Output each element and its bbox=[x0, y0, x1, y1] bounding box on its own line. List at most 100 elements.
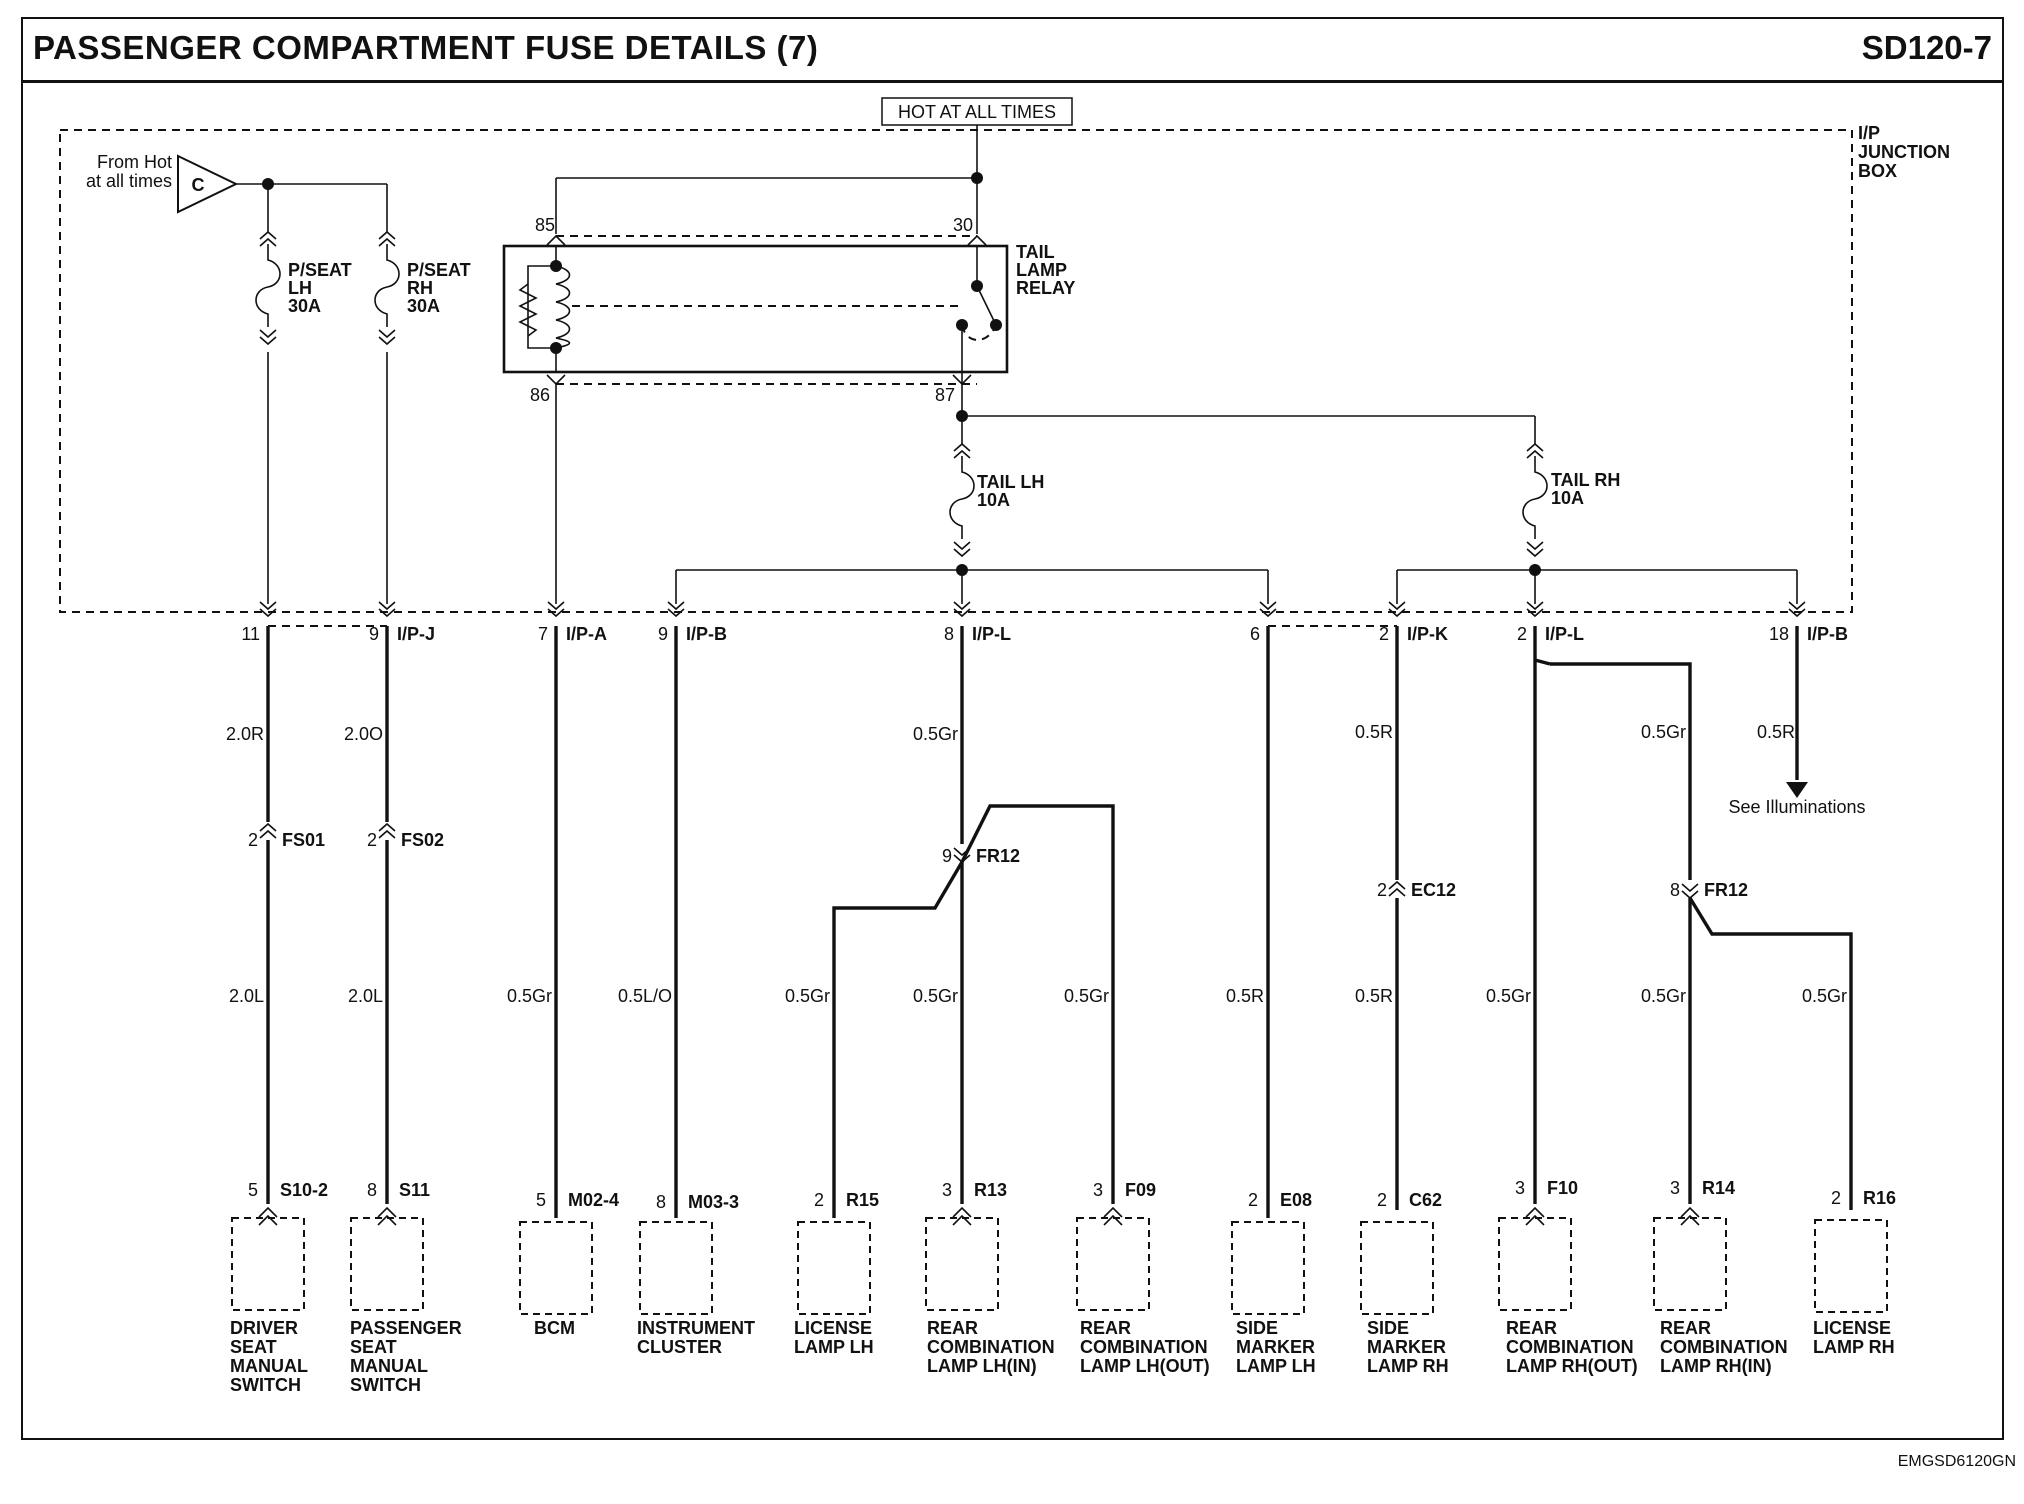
inline-connector-mark bbox=[378, 822, 396, 839]
box-pin-number: 9 bbox=[369, 624, 379, 644]
fuse-label: TAIL LH bbox=[977, 472, 1044, 492]
component-name: MARKER bbox=[1236, 1337, 1315, 1357]
component-connector-mark bbox=[1680, 1214, 1700, 1226]
component-name: LICENSE bbox=[794, 1318, 872, 1338]
component-name: LAMP LH bbox=[794, 1337, 874, 1357]
fuse-label: 30A bbox=[407, 296, 440, 316]
harness-wire bbox=[960, 804, 1115, 1204]
component-box bbox=[519, 1221, 593, 1315]
box-pin-number: 18 bbox=[1769, 624, 1789, 644]
component-connector: R14 bbox=[1702, 1178, 1735, 1198]
junction-box-label: BOX bbox=[1858, 161, 1897, 181]
coil-resistor-frame bbox=[527, 265, 556, 349]
relay-pin-87: 87 bbox=[935, 385, 955, 405]
component-box bbox=[1360, 1221, 1434, 1315]
inline-connector-name: EC12 bbox=[1411, 880, 1456, 900]
relay-name: LAMP bbox=[1016, 260, 1067, 280]
coil-resistor bbox=[518, 283, 538, 337]
inline-connector-pin: 8 bbox=[1670, 880, 1680, 900]
component-connector-mark bbox=[377, 1206, 397, 1218]
box-pin-number: 7 bbox=[538, 624, 548, 644]
wire-color-label: 0.5Gr bbox=[913, 986, 958, 1006]
wire-color-label: 0.5Gr bbox=[1064, 986, 1109, 1006]
component-name: SEAT bbox=[350, 1337, 397, 1357]
relay-pin-86: 86 bbox=[530, 385, 550, 405]
inline-connector-mark bbox=[259, 822, 277, 839]
relay-pin-85: 85 bbox=[535, 215, 555, 235]
see-illuminations-arrow bbox=[1786, 782, 1808, 798]
component-box bbox=[1076, 1217, 1150, 1311]
box-pin-mark bbox=[547, 601, 565, 618]
diagram-frame bbox=[21, 17, 2004, 1440]
component-name: MARKER bbox=[1367, 1337, 1446, 1357]
box-pin-connector: I/P-J bbox=[397, 624, 435, 644]
switch-arm bbox=[976, 285, 997, 326]
fuse-label: P/SEAT bbox=[288, 260, 352, 280]
tail-lh-fuse-element bbox=[949, 456, 975, 539]
wire-color-label: 0.5R bbox=[1355, 986, 1393, 1006]
relay-name: RELAY bbox=[1016, 278, 1075, 298]
box-pin-number: 9 bbox=[658, 624, 668, 644]
component-box bbox=[1653, 1217, 1727, 1311]
wire-color-label: 0.5R bbox=[1355, 722, 1393, 742]
tail-lh-fuse-bottom-mark bbox=[953, 541, 971, 558]
inline-connector-pin: 9 bbox=[942, 846, 952, 866]
hot-label-text: HOT AT ALL TIMES bbox=[898, 102, 1056, 122]
relay-30-mark bbox=[967, 234, 987, 246]
component-connector: S11 bbox=[399, 1180, 430, 1200]
pseat-lh-fuse-bottom-mark bbox=[259, 329, 277, 346]
component-box bbox=[639, 1221, 713, 1315]
component-box bbox=[1231, 1221, 1305, 1315]
component-name: COMBINATION bbox=[1660, 1337, 1788, 1357]
wire-color-label: 0.5Gr bbox=[507, 986, 552, 1006]
switch-throw bbox=[961, 324, 997, 341]
component-name: PASSENGER bbox=[350, 1318, 462, 1338]
box-pin-mark bbox=[259, 601, 277, 618]
box-pin-number: 6 bbox=[1250, 624, 1260, 644]
relay-86-mark bbox=[546, 374, 566, 386]
box-pin-connector: I/P-K bbox=[1407, 624, 1448, 644]
harness-wire bbox=[1534, 658, 1551, 666]
box-pin-mark bbox=[378, 601, 396, 618]
component-pin: 2 bbox=[1248, 1190, 1258, 1210]
component-box bbox=[1814, 1219, 1888, 1313]
wire-color-label: 0.5R bbox=[1226, 986, 1264, 1006]
tail-rh-fuse-element bbox=[1522, 456, 1548, 539]
fuse-label: 10A bbox=[977, 490, 1010, 510]
box-pin-connector: I/P-A bbox=[566, 624, 607, 644]
fuse-label: 30A bbox=[288, 296, 321, 316]
component-name: DRIVER bbox=[230, 1318, 298, 1338]
wire-color-label: 2.0O bbox=[344, 724, 383, 744]
see-illuminations-label: See Illuminations bbox=[1728, 797, 1865, 817]
source-label: at all times bbox=[86, 171, 172, 191]
source-connector-letter: C bbox=[192, 175, 205, 195]
component-name: LAMP RH bbox=[1813, 1337, 1895, 1357]
wire-color-label: 0.5Gr bbox=[913, 724, 958, 744]
component-name: SIDE bbox=[1236, 1318, 1278, 1338]
component-name: REAR bbox=[1080, 1318, 1131, 1338]
box-pin-mark bbox=[1526, 601, 1544, 618]
wire-color-label: 0.5R bbox=[1757, 722, 1795, 742]
component-name: SIDE bbox=[1367, 1318, 1409, 1338]
component-connector-mark bbox=[1680, 1206, 1700, 1218]
wire-color-label: 0.5Gr bbox=[1641, 986, 1686, 1006]
component-connector: F09 bbox=[1125, 1180, 1156, 1200]
component-connector: M02-4 bbox=[568, 1190, 619, 1210]
component-box bbox=[350, 1217, 424, 1311]
source-label: From Hot bbox=[97, 152, 172, 172]
component-box bbox=[1498, 1217, 1572, 1311]
component-pin: 5 bbox=[536, 1190, 546, 1210]
box-pin-mark bbox=[953, 601, 971, 618]
component-connector: R15 bbox=[846, 1190, 879, 1210]
component-name: CLUSTER bbox=[637, 1337, 722, 1357]
component-box bbox=[925, 1217, 999, 1311]
component-name: COMBINATION bbox=[1506, 1337, 1634, 1357]
inline-connector-name: FR12 bbox=[1704, 880, 1748, 900]
component-name: BCM bbox=[534, 1318, 575, 1338]
junction-box-label: JUNCTION bbox=[1858, 142, 1950, 162]
page-title: PASSENGER COMPARTMENT FUSE DETAILS (7) bbox=[33, 29, 819, 66]
junction-box-label: I/P bbox=[1858, 123, 1880, 143]
box-pin-connector: I/P-B bbox=[686, 624, 727, 644]
component-pin: 8 bbox=[656, 1192, 666, 1212]
inline-connector-name: FR12 bbox=[976, 846, 1020, 866]
